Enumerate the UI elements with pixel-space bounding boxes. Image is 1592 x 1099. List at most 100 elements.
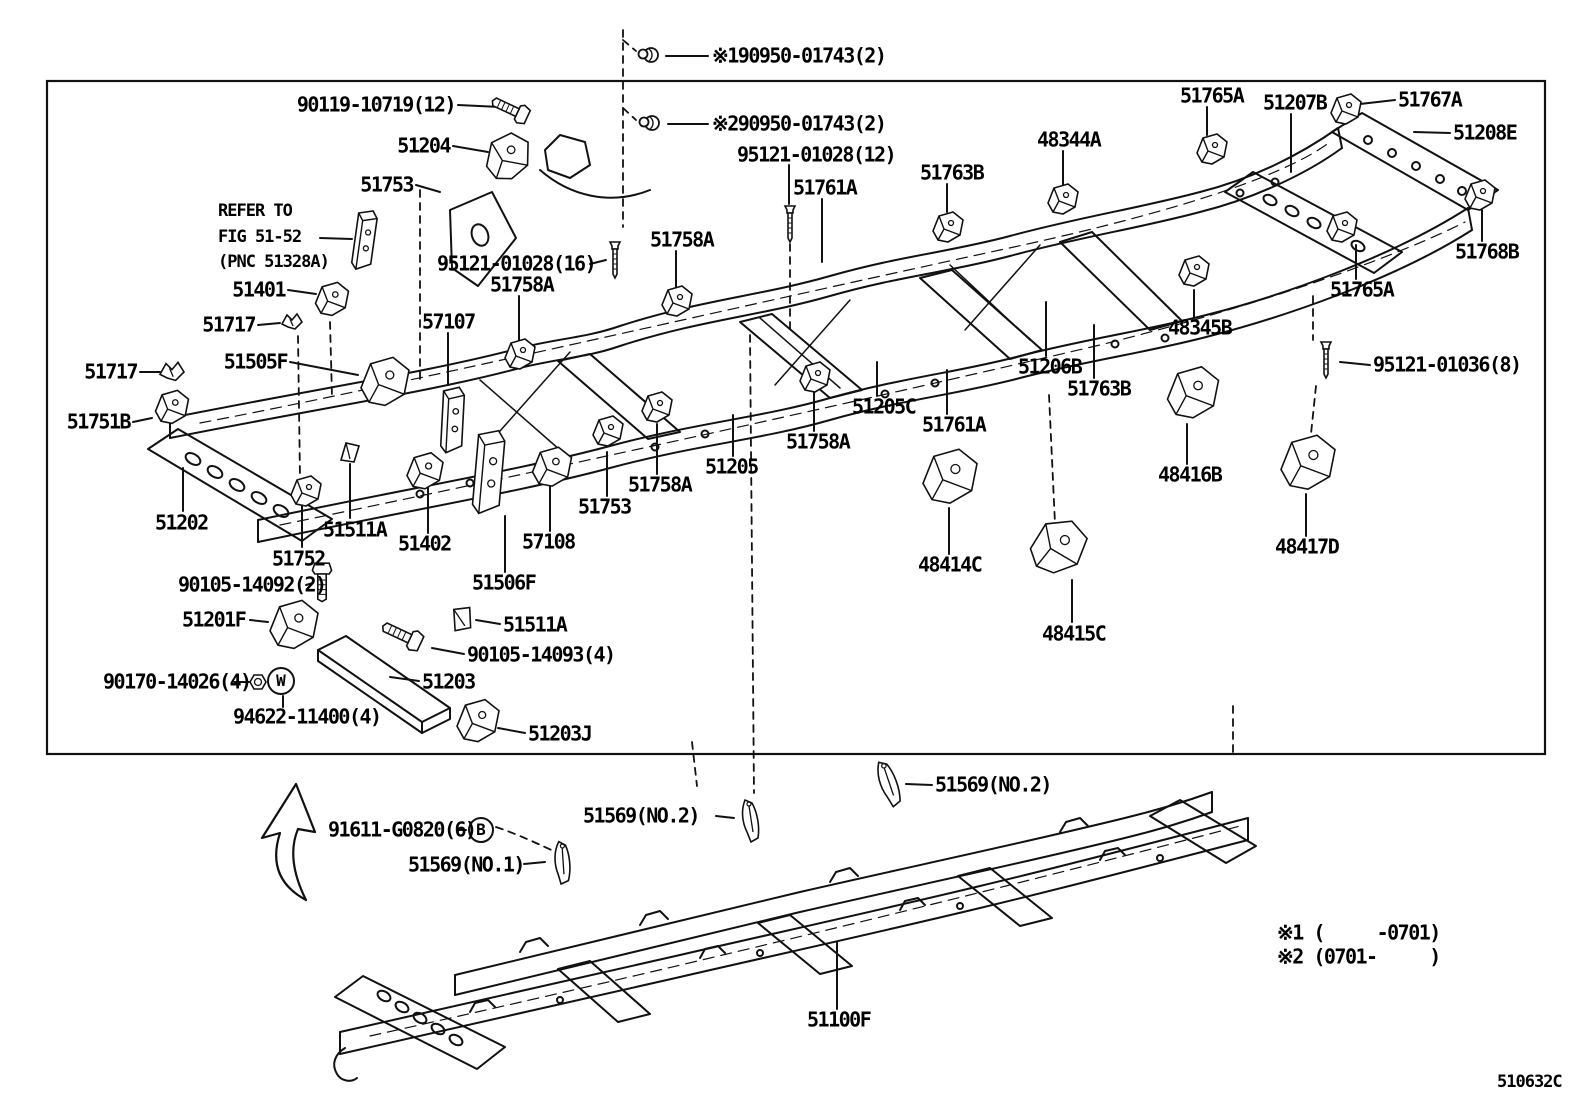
part-label: 51204 xyxy=(397,133,451,158)
part-label: 51751B xyxy=(66,409,132,434)
leader-line xyxy=(905,783,933,786)
part-label: 48415C xyxy=(1042,621,1107,646)
part-label: (PNC 51328A) xyxy=(218,251,330,272)
blade-icon xyxy=(875,758,903,810)
part-label: 51100F xyxy=(807,1007,872,1032)
leader-line xyxy=(589,259,607,265)
bracket-icon xyxy=(1166,365,1220,420)
note-1: ※1 ( -0701) xyxy=(1277,920,1441,945)
bracket-icon xyxy=(932,211,964,243)
part-label: 51205C xyxy=(852,394,917,419)
part-label: W xyxy=(276,671,286,691)
part-label: 48416B xyxy=(1158,462,1223,487)
part-label: 90170-14026(4) xyxy=(103,669,252,694)
clip-icon xyxy=(281,313,303,330)
leader-line xyxy=(415,184,441,193)
bracket-icon xyxy=(1464,179,1496,211)
part-label: 51201F xyxy=(182,607,247,632)
part-label: 51717 xyxy=(202,312,256,337)
part-label: 51763B xyxy=(1067,376,1132,401)
part-glyphs xyxy=(154,47,1496,886)
part-label: 51506F xyxy=(472,570,537,595)
leader-lines xyxy=(132,55,1483,1010)
front-direction-arrow xyxy=(260,782,317,902)
leader-line xyxy=(305,582,314,586)
part-label: 51753 xyxy=(578,494,632,519)
channel-icon xyxy=(350,208,379,272)
part-label: 51206B xyxy=(1018,354,1083,379)
bracket-icon xyxy=(921,447,979,505)
part-label: 51208E xyxy=(1453,120,1518,145)
leader-line xyxy=(249,619,269,623)
part-label: 91611-G0820(6) xyxy=(328,817,477,842)
part-label: 51761A xyxy=(922,412,987,437)
part-label: 51758A xyxy=(650,227,715,252)
leader-line xyxy=(287,289,317,295)
part-label: REFER TO xyxy=(218,200,293,221)
part-label: 48344A xyxy=(1037,127,1102,152)
part-label: 51511A xyxy=(503,612,568,637)
screw-icon xyxy=(784,205,796,243)
grommet-icon xyxy=(637,47,659,63)
part-label: 51761A xyxy=(793,175,858,200)
bracket-icon xyxy=(154,389,190,425)
bracket-icon xyxy=(504,338,536,370)
bracket-icon xyxy=(1196,133,1228,165)
part-label: 51758A xyxy=(786,429,851,454)
leader-line xyxy=(497,727,526,734)
part-label: 48345B xyxy=(1168,315,1233,340)
screw-icon xyxy=(1320,341,1332,379)
part-label: 48417D xyxy=(1275,534,1340,559)
diagram-code: 510632C xyxy=(1497,1071,1563,1092)
bolt-icon xyxy=(487,91,533,127)
part-label: 90105-14092(2) xyxy=(178,572,327,597)
leader-line xyxy=(715,815,735,819)
bracket-icon xyxy=(1326,211,1358,243)
bracket-icon xyxy=(268,599,320,650)
leader-line xyxy=(257,322,281,326)
part-label: 51569(NO.1) xyxy=(408,852,525,877)
part-label: 51203J xyxy=(528,721,593,746)
leader-line xyxy=(1413,131,1451,134)
part-label: 51569(NO.2) xyxy=(935,772,1052,797)
part-label: 51758A xyxy=(628,472,693,497)
part-label: 51763B xyxy=(920,160,985,185)
part-label: ※290950-01743(2) xyxy=(712,111,887,136)
part-label: ※190950-01743(2) xyxy=(712,43,887,68)
clip-icon xyxy=(159,361,185,382)
bracket-icon xyxy=(531,446,573,488)
leader-line xyxy=(475,619,501,625)
part-label: 51203 xyxy=(422,669,476,694)
bracket-icon xyxy=(455,698,501,743)
part-label: 51569(NO.2) xyxy=(583,803,700,828)
part-label: 51505F xyxy=(223,349,289,374)
part-label: 95121-01028(16) xyxy=(437,251,597,276)
bracket-icon xyxy=(1178,255,1210,287)
grommet-icon xyxy=(638,115,660,131)
part-label: 51402 xyxy=(398,531,452,556)
leader-line xyxy=(289,361,359,376)
part-label: 51753 xyxy=(360,172,414,197)
part-label: 51511A xyxy=(323,517,388,542)
plate-icon xyxy=(447,603,478,634)
part-label: 51717 xyxy=(84,359,138,384)
part-label: 90105-14093(4) xyxy=(467,642,616,667)
bracket-icon xyxy=(290,475,322,507)
bracket-icon xyxy=(1330,93,1362,125)
leader-line xyxy=(319,237,353,240)
lower-frame-art xyxy=(333,791,1257,1082)
part-label: FIG 51-52 xyxy=(218,226,302,247)
bracket-icon xyxy=(1047,183,1079,215)
leader-line xyxy=(389,676,420,682)
blade-icon xyxy=(741,799,760,843)
part-label: 51401 xyxy=(232,277,286,302)
plate-icon xyxy=(340,442,360,463)
reference-dashed-lines xyxy=(297,29,1317,853)
leader-line xyxy=(523,861,546,865)
part-label: 51202 xyxy=(155,510,209,535)
bracket-icon xyxy=(1279,433,1337,491)
channel-icon xyxy=(470,427,507,517)
part-label: 51768B xyxy=(1455,239,1520,264)
